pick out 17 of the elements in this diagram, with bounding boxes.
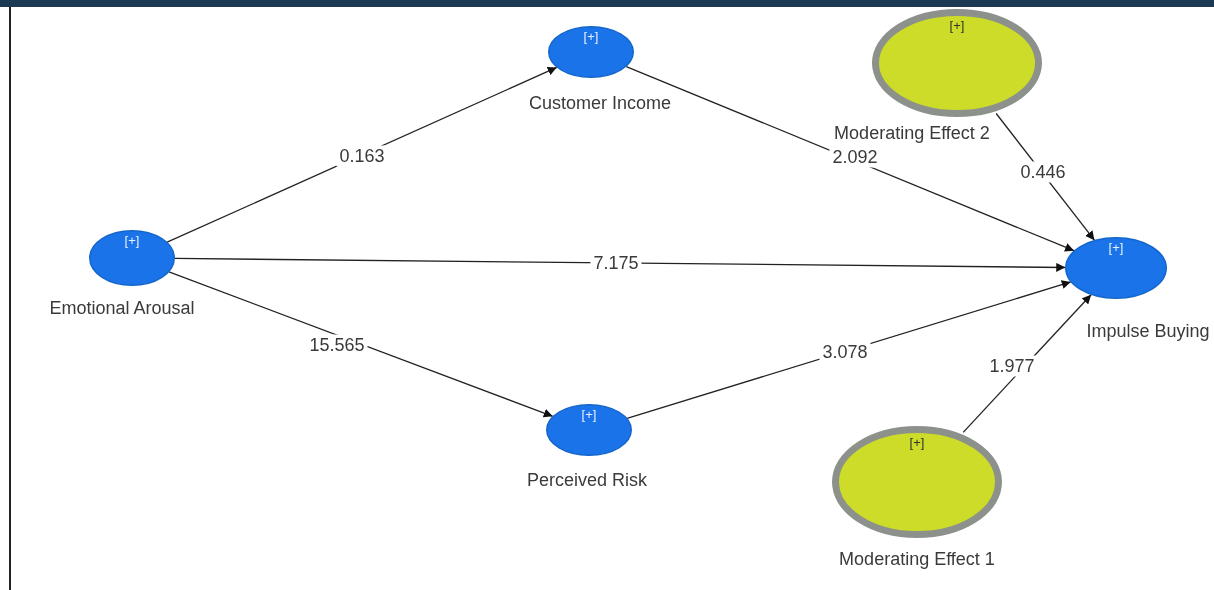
construct-label: Moderating Effect 2	[833, 123, 991, 144]
expand-marker: [+]	[909, 435, 925, 450]
expand-marker: [+]	[124, 233, 140, 248]
path-arrow	[625, 65, 1075, 252]
expand-marker: [+]	[583, 29, 599, 44]
path-arrow	[174, 257, 1066, 272]
construct-label: Emotional Arousal	[48, 298, 196, 319]
expand-marker: [+]	[949, 18, 965, 33]
construct-label: Customer Income	[527, 93, 673, 114]
path-arrow	[626, 280, 1072, 419]
expand-marker: [+]	[1108, 240, 1124, 255]
construct-label: Moderating Effect 1	[838, 549, 996, 570]
path-arrow	[168, 271, 554, 418]
construct-label: Perceived Risk	[525, 470, 648, 491]
expand-marker: [+]	[581, 407, 597, 422]
construct-label: Impulse Buying	[1085, 321, 1211, 342]
path-coefficient: 3.078	[819, 341, 871, 363]
